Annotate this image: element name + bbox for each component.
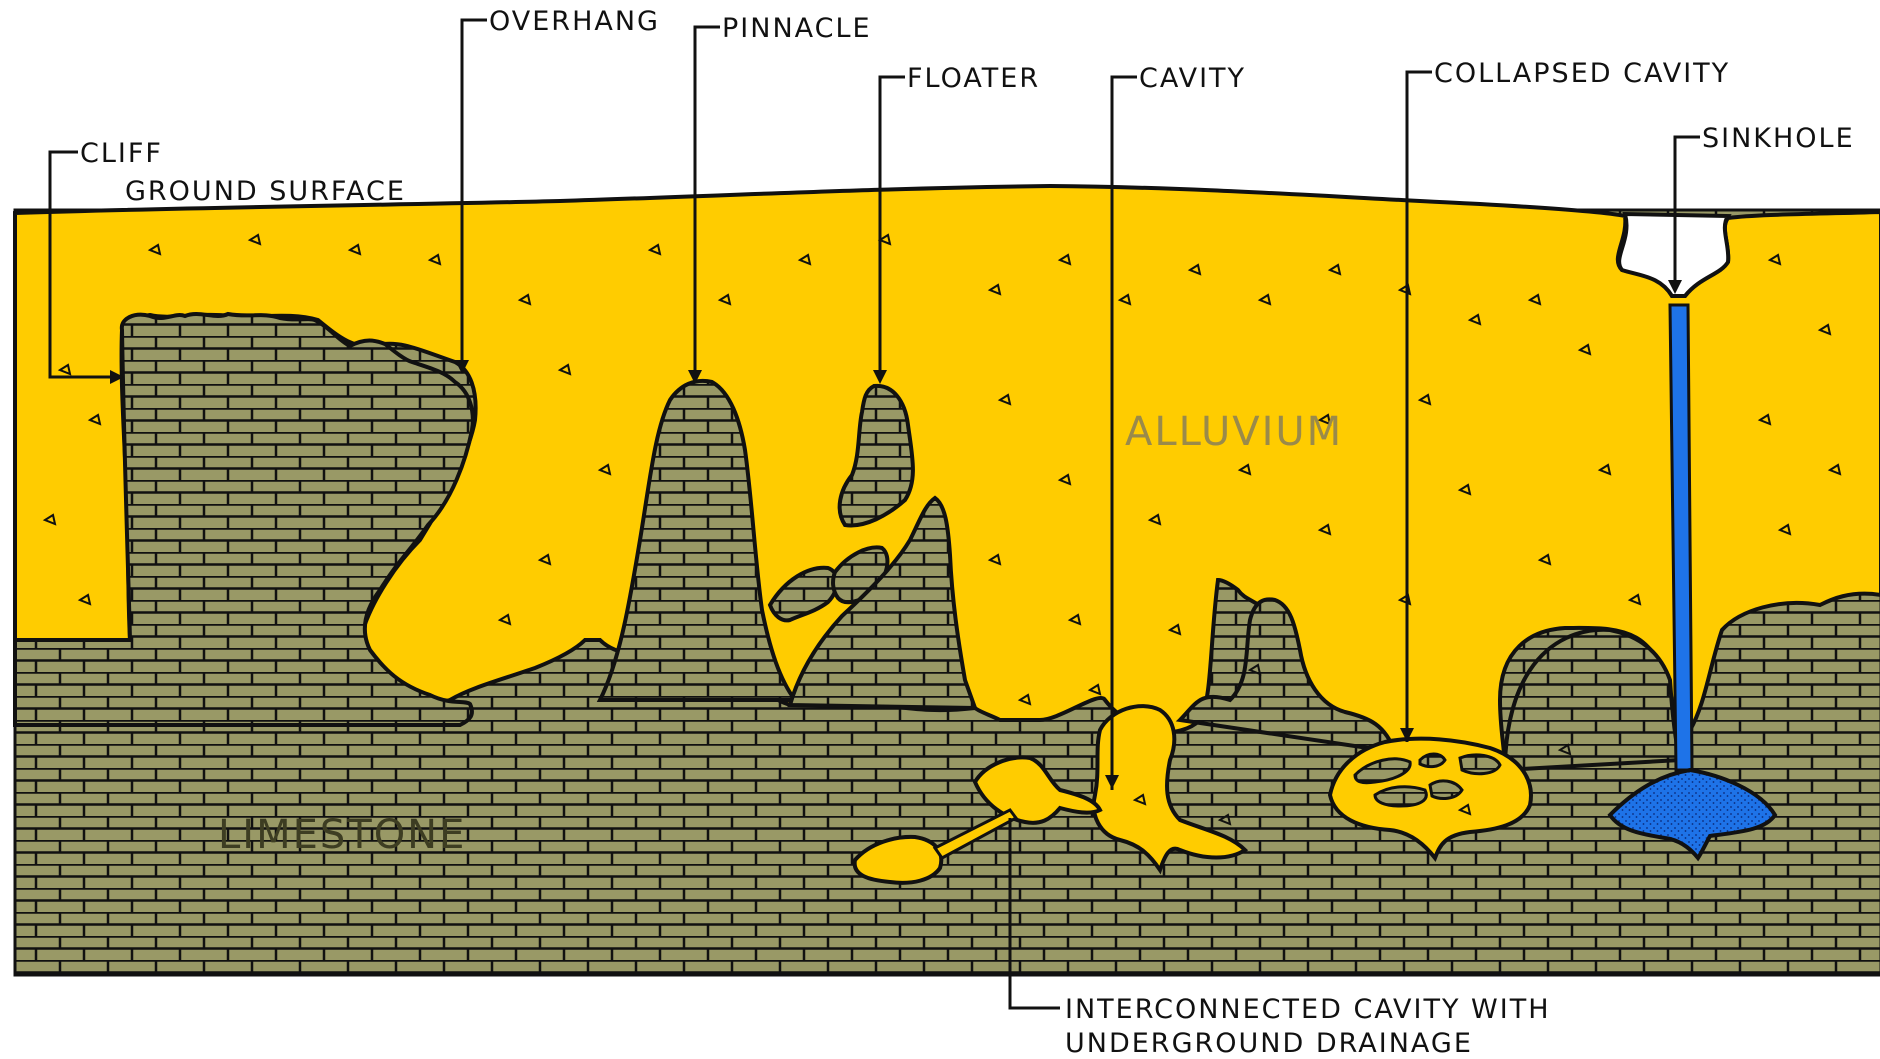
label-ground-surface: GROUND SURFACE <box>125 176 406 207</box>
label-overhang: OVERHANG <box>489 6 660 37</box>
label-cliff: CLIFF <box>80 138 163 169</box>
label-pinnacle: PINNACLE <box>722 13 872 44</box>
label-cavity: CAVITY <box>1139 63 1246 94</box>
label-floater: FLOATER <box>907 63 1040 94</box>
label-limestone: LIMESTONE <box>218 812 466 858</box>
label-collapsed-cavity: COLLAPSED CAVITY <box>1434 58 1730 89</box>
label-interconnected-line2: UNDERGROUND DRAINAGE <box>1065 1028 1473 1059</box>
label-interconnected-line1: INTERCONNECTED CAVITY WITH <box>1065 994 1551 1025</box>
label-alluvium: ALLUVIUM <box>1125 409 1343 455</box>
label-sinkhole: SINKHOLE <box>1702 123 1855 154</box>
